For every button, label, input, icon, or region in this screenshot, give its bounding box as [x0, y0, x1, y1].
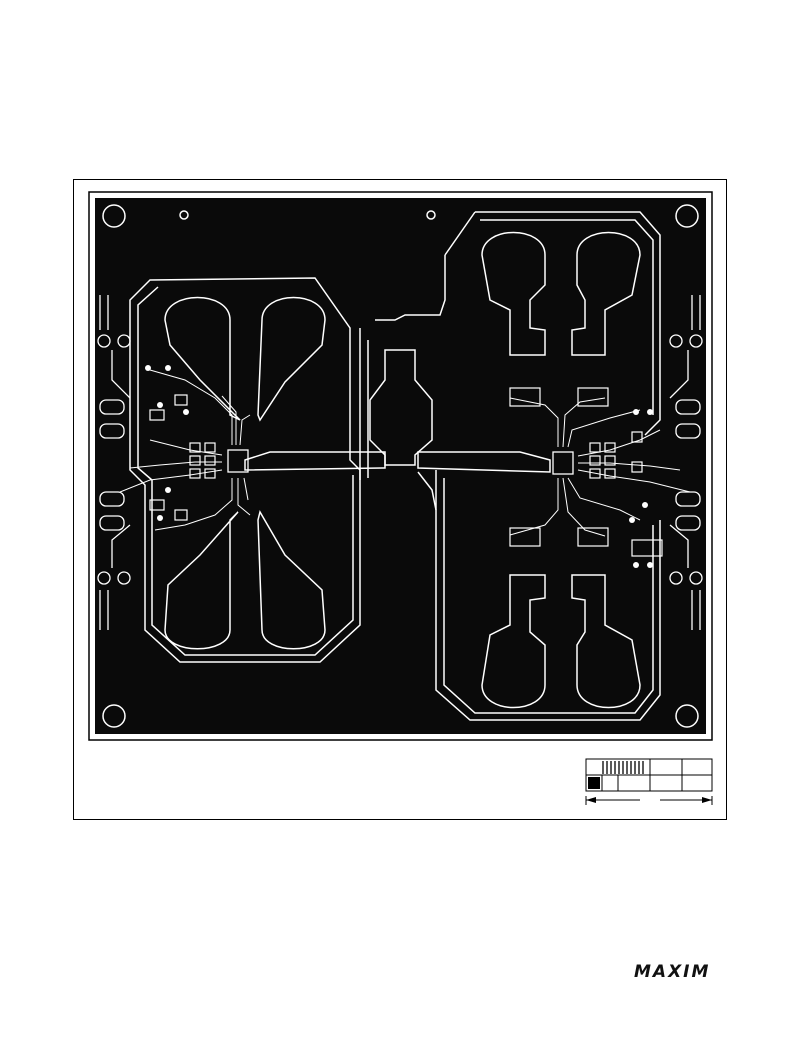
scale-block — [585, 758, 713, 805]
right-ic — [509, 387, 691, 568]
center-component — [359, 255, 446, 480]
mounting-holes — [102, 204, 699, 728]
left-connector — [97, 295, 131, 630]
left-isolation-loops — [129, 277, 361, 663]
left-ic — [119, 365, 251, 531]
right-isolation-loops — [435, 211, 661, 721]
figure-frame — [73, 179, 727, 820]
rf-transmission-line — [244, 451, 551, 511]
maxim-logo: MAXIM — [634, 962, 710, 982]
right-connector — [669, 295, 703, 630]
brand-logo-text: MAXIM — [634, 962, 710, 982]
copper-pour — [95, 198, 706, 734]
